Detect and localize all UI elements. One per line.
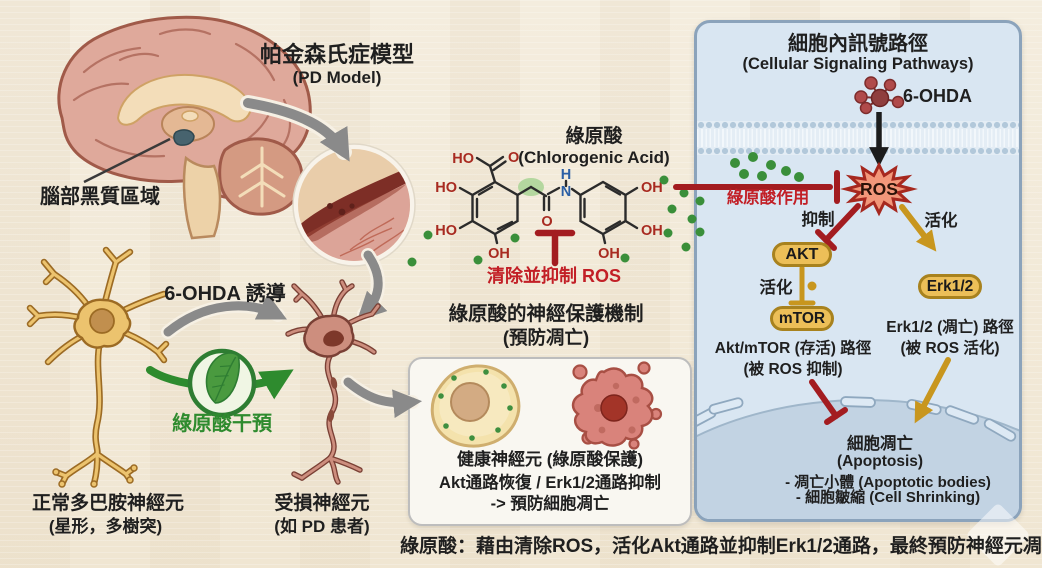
panel-title: 細胞內訊號路徑 <box>788 33 928 55</box>
activate-label: 活化 <box>924 212 958 230</box>
apoptosis-subtitle: (Apoptosis) <box>836 453 924 470</box>
normal-neuron-sub: (星形，多樹突) <box>48 517 163 536</box>
akt-activate-label: 活化 <box>759 279 793 297</box>
cga-title: 綠原酸 <box>565 126 623 147</box>
ohda-label: 6-OHDA <box>903 86 973 106</box>
damaged-neuron-sub: (如 PD 患者) <box>274 517 370 536</box>
inhibit-label: 抑制 <box>801 211 835 229</box>
box-line2: Akt通路恢復 / Erk1/2通路抑制 <box>439 474 661 492</box>
erk-node: Erk1/2 <box>918 274 982 299</box>
apoptosis-item2: - 細胞皺縮 (Cell Shrinking) <box>795 489 981 506</box>
intervention-label: 綠原酸干預 <box>172 413 272 435</box>
nigra-label: 腦部黑質區域 <box>40 186 160 208</box>
akt-path-line1: Akt/mTOR (存活) 路徑 <box>714 340 872 357</box>
panel-subtitle: (Cellular Signaling Pathways) <box>742 55 974 73</box>
ros-clear-label: 清除並抑制 ROS <box>486 266 621 286</box>
induce-label: 6-OHDA 誘導 <box>164 283 286 305</box>
erk-path-line1: Erk1/2 (凋亡) 路徑 <box>886 319 1014 336</box>
box-line3: -> 預防細胞凋亡 <box>490 495 610 513</box>
cga-action-label: 綠原酸作用 <box>726 189 810 207</box>
cell-membrane-bilayer <box>697 121 1019 155</box>
akt-path-line2: (被 ROS 抑制) <box>743 361 843 378</box>
damaged-neuron-label: 受損神經元 <box>274 493 370 514</box>
erk-path-line2: (被 ROS 活化) <box>900 340 1000 357</box>
cga-subtitle: (Chlorogenic Acid) <box>518 148 670 167</box>
pd-model-subtitle: (PD Model) <box>292 68 382 87</box>
normal-neuron-label: 正常多巴胺神經元 <box>31 493 184 514</box>
akt-node: AKT <box>772 242 832 267</box>
apoptosis-title: 細胞凋亡 <box>847 435 913 453</box>
mechanism-title: 綠原酸的神經保護機制 <box>448 303 644 325</box>
pd-model-title: 帕金森氏症模型 <box>259 42 414 67</box>
box-line1: 健康神經元 (綠原酸保護) <box>456 450 644 469</box>
ros-label: ROS <box>860 179 898 199</box>
apoptosis-item1: - 凋亡小體 (Apoptotic bodies) <box>785 474 991 491</box>
mtor-node: mTOR <box>770 306 834 331</box>
summary-text: 綠原酸：藉由清除ROS，活化Akt通路並抑制Erk1/2通路，最終預防神經元凋亡… <box>400 536 1042 557</box>
mechanism-subtitle: (預防凋亡) <box>502 327 590 348</box>
